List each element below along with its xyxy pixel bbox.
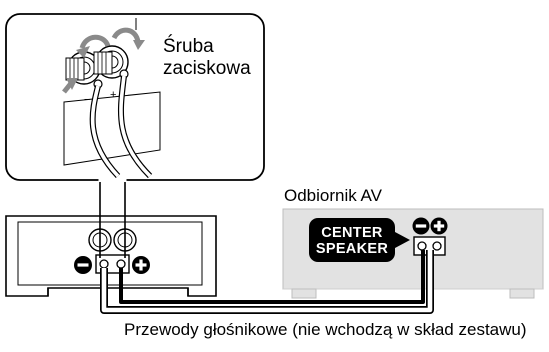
speaker-minus-icon: [74, 256, 92, 274]
svg-text:−: −: [84, 94, 90, 106]
callout-label-line1: Śruba: [163, 36, 214, 57]
svg-text:+: +: [110, 89, 116, 101]
receiver-minus-icon: [412, 217, 430, 235]
receiver-title: Odbiornik AV: [284, 186, 382, 205]
rotation-arrow-icon: [62, 18, 145, 94]
center-speaker-badge: [309, 218, 410, 262]
center-speaker-badge-text: CENTER SPEAKER: [312, 225, 392, 257]
cable-label: Przewody głośnikowe (nie wchodzą w skład…: [124, 320, 527, 339]
badge-line1: CENTER: [321, 225, 383, 241]
receiver-plus-icon: [430, 217, 448, 235]
badge-line2: SPEAKER: [315, 241, 389, 257]
callout-label: Śruba zaciskowa: [163, 36, 273, 80]
speaker-cable: [100, 250, 434, 314]
speaker-plus-icon: [132, 256, 150, 274]
callout-label-line2: zaciskowa: [163, 57, 251, 79]
